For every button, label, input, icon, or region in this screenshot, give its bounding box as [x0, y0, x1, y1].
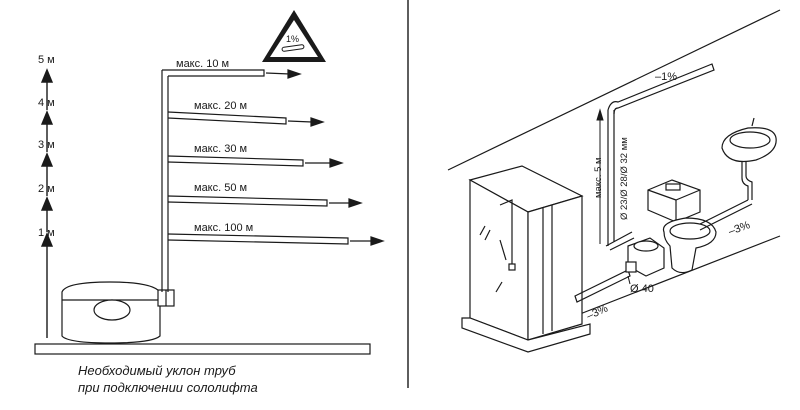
wash-basin	[699, 117, 777, 231]
height-label-1m: 1 м	[38, 227, 55, 239]
height-arrowhead-5	[40, 68, 54, 83]
height-label-2m: 2 м	[38, 183, 55, 195]
flow-arrowhead-50m	[348, 198, 363, 208]
height-label-3m: 3 м	[38, 139, 55, 151]
flow-arrows	[265, 69, 385, 246]
height-dimension	[596, 108, 604, 244]
shower-side-face	[527, 195, 583, 341]
branch-100m	[167, 233, 349, 245]
shower-door-handle	[499, 239, 507, 261]
height-arrowhead-2	[40, 196, 54, 211]
pipe-label-100m: макс. 100 м	[194, 222, 253, 234]
right-panel: макс. 5 м Ø 23/Ø 28/Ø 32 мм Ø 40	[447, 9, 781, 353]
pipe-diameters-label: Ø 23/Ø 28/Ø 32 мм	[619, 137, 630, 220]
sololift-pump	[625, 237, 665, 277]
wall-floor-edge	[579, 235, 781, 315]
toilet	[647, 179, 717, 274]
wall-top-edge	[447, 9, 781, 171]
floor-slab	[34, 343, 371, 355]
basin-trap	[741, 162, 749, 200]
warning-sign-percent: 1%	[286, 34, 299, 44]
height-label-5m: 5 м	[38, 54, 55, 66]
pipe-label-50m: макс. 50 м	[194, 182, 247, 194]
caption-line-2: при подключении сололифта	[78, 380, 258, 395]
wall-riser	[605, 63, 715, 251]
caption-line-1: Необходимый уклон труб	[78, 363, 236, 378]
flow-arrowhead-30m	[329, 158, 344, 168]
height-label-4m: 4 м	[38, 97, 55, 109]
height-arrowhead-3	[40, 152, 54, 167]
branch-10m	[162, 69, 265, 77]
toilet-seat	[669, 222, 711, 240]
shower-drain-pipe	[574, 269, 631, 303]
pipe-branches	[162, 69, 349, 245]
flow-arrowhead-20m	[310, 117, 325, 127]
shower-head-pipe	[499, 199, 513, 268]
slope-label-bottom: –3%	[585, 302, 610, 322]
max-height-label: макс. 5 м	[593, 157, 604, 198]
flush-button	[665, 183, 681, 191]
shower-mixer	[508, 263, 516, 271]
pump-unit	[61, 281, 175, 344]
slope-label-right: –3%	[727, 219, 752, 238]
outlet-diameter-label: Ø 40	[630, 283, 654, 295]
pump-lid-handle	[93, 299, 131, 321]
shower-tray	[461, 317, 591, 353]
pipe-label-20m: макс. 20 м	[194, 100, 247, 112]
basin-drain-pipe	[699, 199, 749, 225]
height-scale	[40, 68, 54, 338]
pipe-label-30m: макс. 30 м	[194, 143, 247, 155]
branch-30m	[167, 155, 304, 167]
riser-pipe	[161, 70, 169, 292]
shower-cabin	[461, 165, 591, 353]
left-panel: 5 м 4 м 3 м 2 м 1 м	[34, 10, 385, 395]
pump-inlet	[625, 261, 637, 273]
height-arrowhead-4	[40, 110, 54, 125]
slope-label-top: –1%	[655, 71, 677, 83]
height-arrowhead-1	[40, 232, 54, 247]
branch-50m	[167, 195, 328, 207]
room-walls	[447, 9, 781, 315]
sloped-pipe-icon	[281, 44, 305, 52]
basin-tap	[751, 117, 755, 127]
flow-arrowhead-100m	[370, 236, 385, 246]
branch-20m	[167, 111, 287, 125]
top-discharge-pipe	[607, 63, 715, 115]
slope-warning-sign: 1%	[262, 10, 326, 62]
toilet-cistern	[647, 179, 701, 223]
flow-arrowhead-10m	[287, 69, 302, 79]
pipe-label-10m: макс. 10 м	[176, 58, 229, 70]
